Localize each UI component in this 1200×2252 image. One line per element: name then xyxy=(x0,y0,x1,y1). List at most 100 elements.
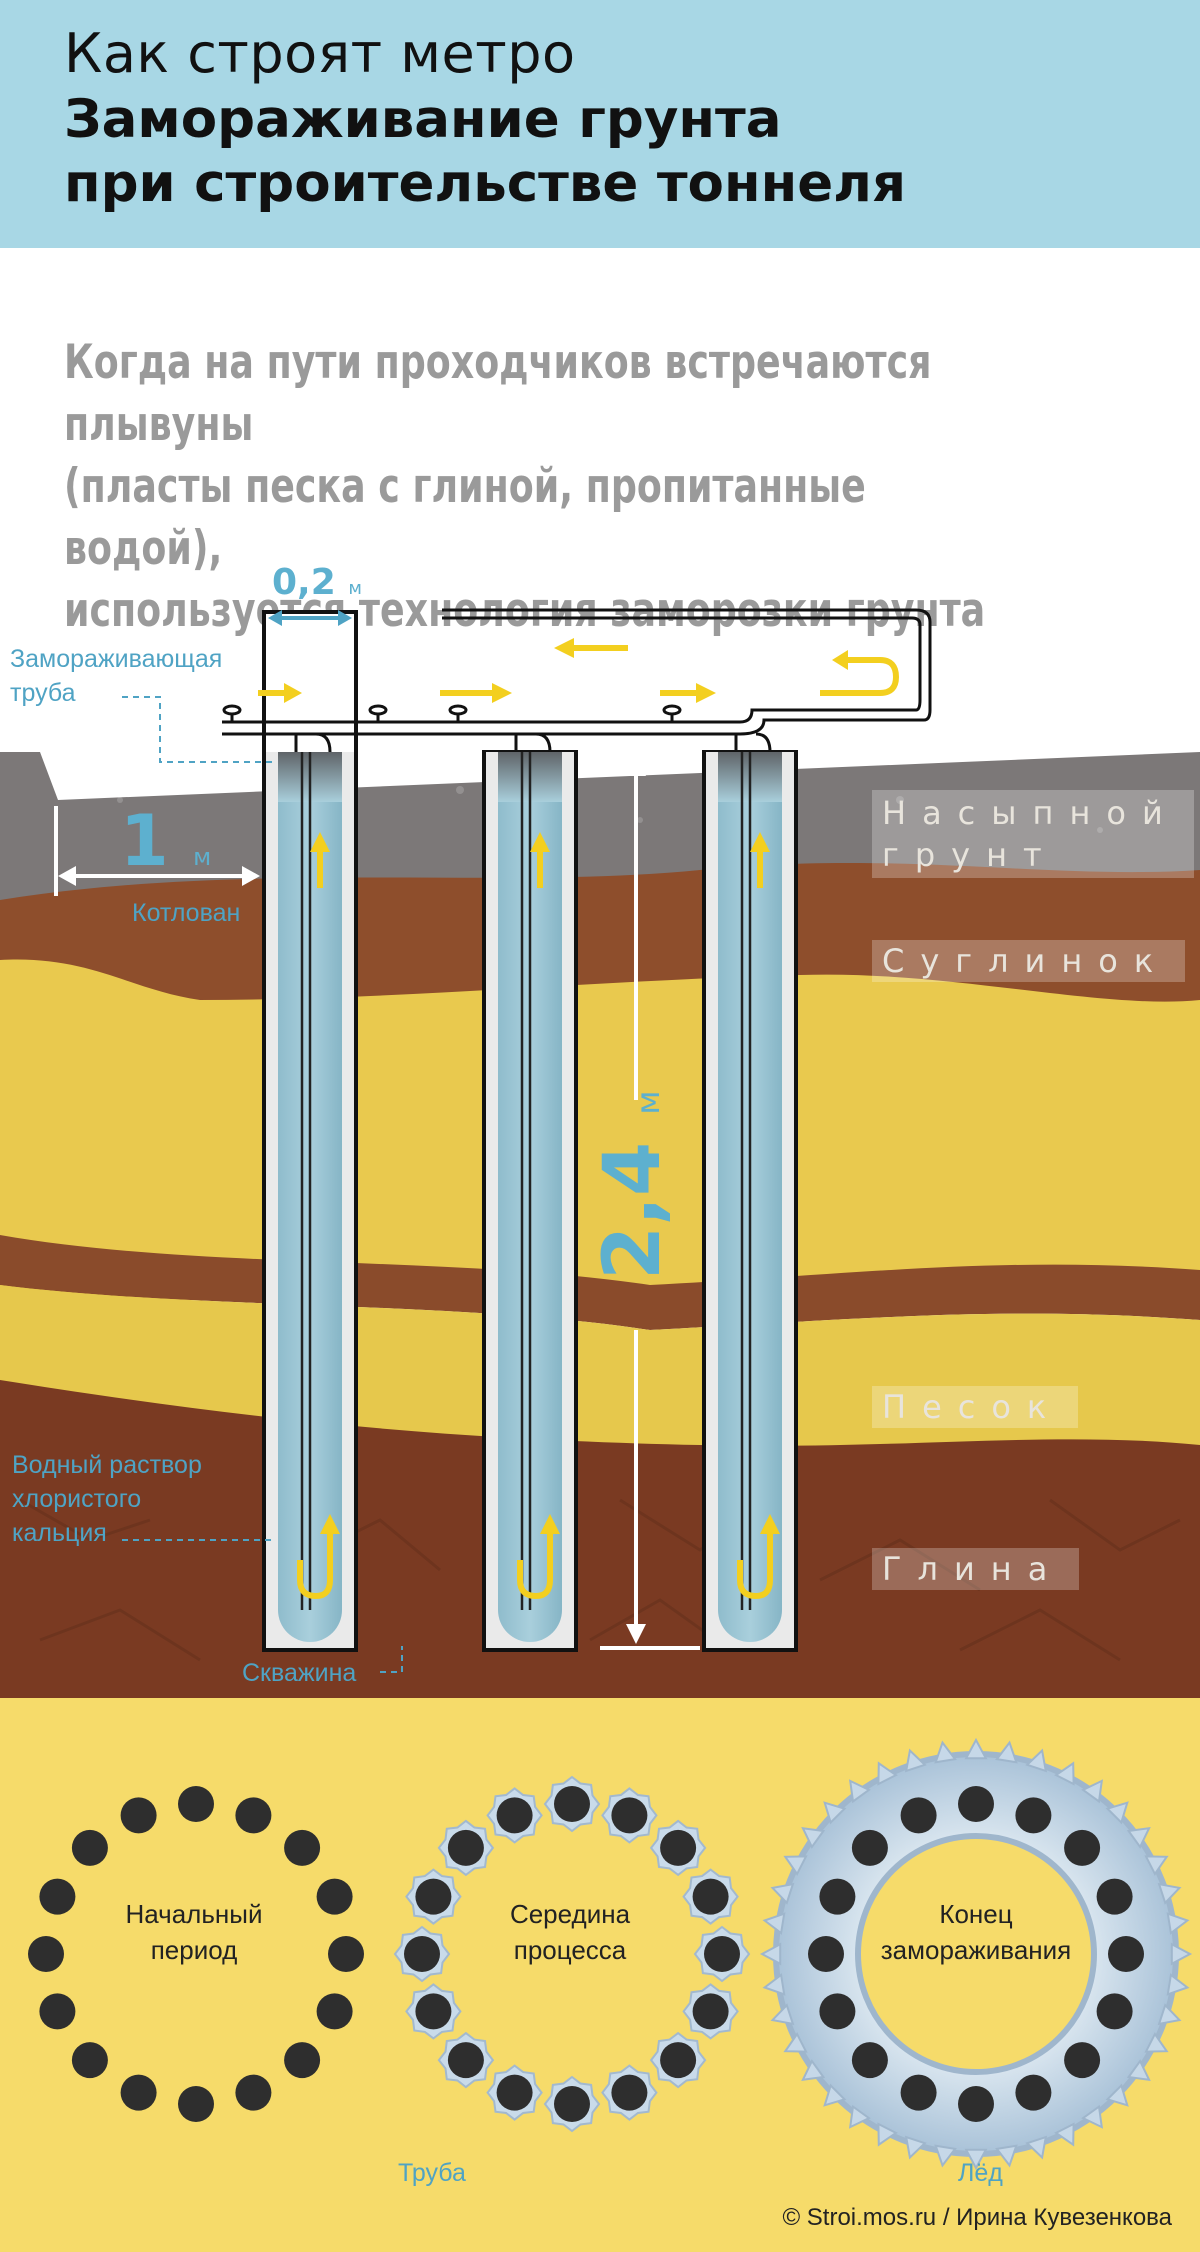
stage-middle-line-1: Середина xyxy=(509,1899,631,1929)
ice-spike xyxy=(1144,1855,1169,1876)
ice-spike xyxy=(1054,1761,1075,1786)
ice-spike xyxy=(770,1882,795,1905)
ice-spike xyxy=(1144,2032,1169,2053)
pipe-dot xyxy=(178,2086,214,2122)
pipe-dot xyxy=(1064,1829,1101,1866)
ice-spike xyxy=(759,1942,782,1966)
ice-spike xyxy=(783,1855,808,1876)
pipe-dot xyxy=(178,1786,214,1822)
freezing-pipe-label-line-2: труба xyxy=(10,679,76,707)
pipe-dot xyxy=(39,1878,76,1915)
stage-initial-line-2: период xyxy=(150,1935,238,1965)
pipe-dot xyxy=(808,1936,844,1972)
j-arrow-icon xyxy=(517,1514,560,1600)
ice-spike xyxy=(770,2003,795,2026)
pipe-dot xyxy=(316,1878,353,1915)
stage-middle-pipes xyxy=(404,1786,740,2122)
freezing-pipe-label-line-1: Замораживающая xyxy=(10,645,223,673)
u-turn-arrow-icon xyxy=(820,650,900,696)
ice-spike xyxy=(762,1973,786,1996)
ice-spike xyxy=(1105,1801,1129,1825)
ice-spike xyxy=(823,1801,847,1825)
width-value: 0,2 м xyxy=(272,562,362,603)
inner-tubes xyxy=(300,752,752,1610)
title-line-2: при строительстве тоннеля xyxy=(64,153,906,214)
spacing-dimension xyxy=(54,806,260,896)
pit-label: Котлован xyxy=(132,899,241,927)
ice-spike xyxy=(1081,1779,1104,1804)
arrow-up-icon xyxy=(530,832,550,888)
pipe-dot xyxy=(1096,1878,1133,1915)
pipe-dot xyxy=(71,2042,108,2079)
stage-end-pipes xyxy=(808,1786,1144,2122)
pipe-dot xyxy=(447,2042,484,2079)
pipe-dot xyxy=(1064,2042,1101,2079)
main-title: Замораживание грунта при строительстве т… xyxy=(64,88,906,216)
arrow-left-icon xyxy=(554,638,628,658)
width-dimension xyxy=(268,610,352,626)
ice-spike xyxy=(762,1912,786,1935)
ice-spike xyxy=(1170,1942,1193,1966)
arrow-right-icon xyxy=(258,683,302,703)
ice-legend-label: Лёд xyxy=(958,2159,1003,2187)
ice-spike xyxy=(801,1826,826,1849)
pipe-dot xyxy=(851,1829,888,1866)
pipe-dot xyxy=(660,1829,697,1866)
pipe-dot xyxy=(692,1878,729,1915)
borehole-leader xyxy=(380,1646,403,1673)
ice-spike xyxy=(1025,1748,1048,1773)
ice-spike xyxy=(877,2122,898,2147)
j-arrow-icon xyxy=(297,1514,340,1600)
width-value-number: 0,2 xyxy=(272,562,336,603)
stage-initial-pipes xyxy=(28,1786,364,2122)
pipe-dot xyxy=(611,2074,648,2111)
solution-label-line-1: Водный раствор xyxy=(12,1451,202,1479)
depth-dimension xyxy=(600,756,700,1650)
sand-tag: Песок xyxy=(872,1386,1079,1428)
ice-spike xyxy=(1166,1912,1190,1935)
pipe-dot xyxy=(1108,1936,1144,1972)
intro-line-2: (пласты песка с глиной, пропитанные водо… xyxy=(64,459,866,576)
stage-end-line-2: замораживания xyxy=(880,1935,1072,1965)
intro-line-1: Когда на пути проходчиков встречаются пл… xyxy=(64,335,932,452)
depth-value-unit: м xyxy=(629,1090,667,1115)
pipe-dot xyxy=(328,1936,364,1972)
ice-spike xyxy=(1054,2122,1075,2147)
credit: © Stroi.mos.ru / Ирина Кувезенкова xyxy=(782,2204,1172,2231)
arrow-right-icon xyxy=(440,683,512,703)
pipe-dot xyxy=(496,2074,533,2111)
valve-icon xyxy=(448,704,468,722)
valve-icon xyxy=(222,704,242,722)
stage-end-line-1: Конец xyxy=(939,1899,1013,1929)
ice-spike xyxy=(1126,2059,1151,2082)
stage-initial-line-1: Начальный xyxy=(125,1899,263,1929)
pipe-dot xyxy=(704,1936,740,1972)
clay-tag: Глина xyxy=(872,1548,1080,1590)
ice-spike xyxy=(877,1761,898,1786)
ice-spike xyxy=(1081,2104,1104,2129)
pipe-dot xyxy=(404,1936,440,1972)
header-band: Как строят метро Замораживание грунта пр… xyxy=(0,0,1200,248)
fill-soil-tag: Насыпной грунт xyxy=(872,790,1194,878)
pipe-dot xyxy=(316,1993,353,2030)
arrow-up-icon xyxy=(750,832,770,888)
borehole-label: Скважина xyxy=(242,1659,357,1687)
pipe-dot xyxy=(1015,2074,1052,2111)
pipe-dot xyxy=(1096,1993,1133,2030)
pipe-dot xyxy=(235,1797,272,1834)
pipe-dot xyxy=(900,2074,937,2111)
pipe-dot xyxy=(692,1993,729,2030)
pipe-dot xyxy=(660,2042,697,2079)
pipe-dot xyxy=(284,2042,321,2079)
valve-icon xyxy=(662,704,682,722)
pipe-dot xyxy=(554,2086,590,2122)
ice-spike xyxy=(934,2144,957,2168)
spacing-value: 1 м xyxy=(120,800,211,882)
j-arrow-icon xyxy=(737,1514,780,1600)
pipe-dot xyxy=(120,1797,157,1834)
ice-spike xyxy=(1025,2135,1048,2160)
ice-spike xyxy=(995,1740,1018,1764)
spacing-value-number: 1 xyxy=(120,800,169,882)
